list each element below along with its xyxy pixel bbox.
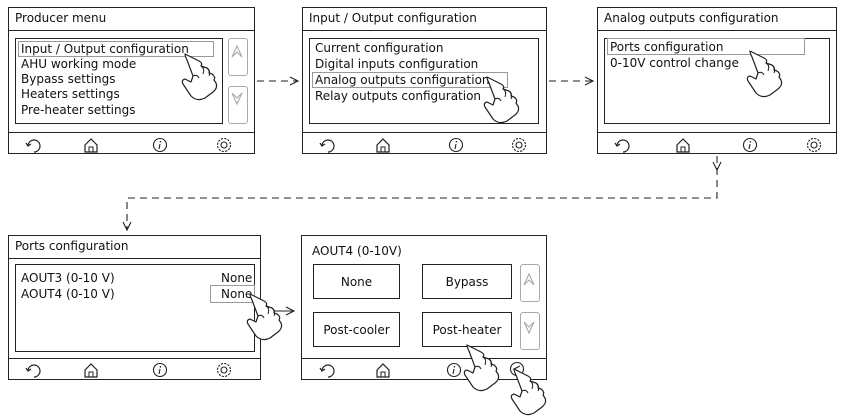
port-value[interactable]: None	[221, 287, 253, 301]
screen-title: Producer menu	[9, 8, 254, 31]
port-value[interactable]: None	[221, 271, 253, 285]
menu-item[interactable]: AHU working mode	[21, 57, 137, 71]
menu-list	[309, 38, 539, 124]
menu-item[interactable]: Digital inputs configuration	[315, 57, 479, 71]
scroll-up-button[interactable]	[228, 38, 248, 76]
value-highlight	[210, 285, 255, 303]
bottom-bar	[9, 132, 254, 153]
menu-item[interactable]: Input / Output configuration	[21, 42, 189, 56]
screen-title: Input / Output configuration	[303, 8, 546, 31]
port-label: AOUT4 (0-10 V)	[21, 287, 115, 301]
screen-caption: AOUT4 (0-10V)	[312, 244, 402, 258]
scroll-up-button[interactable]	[520, 264, 540, 302]
bottom-bar	[303, 132, 546, 153]
menu-item[interactable]: Bypass settings	[21, 72, 116, 86]
bottom-bar	[9, 358, 260, 379]
menu-item[interactable]: Analog outputs configuration	[315, 73, 490, 87]
menu-item[interactable]: Relay outputs configuration	[315, 89, 482, 103]
screen-ports-configuration: Ports configuration AOUT3 (0-10 V) None …	[8, 235, 261, 380]
screen-title: Analog outputs configuration	[598, 8, 836, 31]
scroll-down-button[interactable]	[520, 312, 540, 350]
menu-highlight	[607, 38, 805, 55]
menu-item[interactable]: Pre-heater settings	[21, 103, 136, 117]
screen-analog-outputs: Analog outputs configuration Ports confi…	[597, 7, 837, 154]
menu-highlight	[312, 72, 508, 88]
port-label: AOUT3 (0-10 V)	[21, 271, 115, 285]
screen-io-configuration: Input / Output configuration Current con…	[302, 7, 547, 154]
menu-list	[15, 38, 223, 124]
option-none-button[interactable]: None	[313, 264, 400, 299]
menu-item[interactable]: 0-10V control change	[610, 56, 739, 70]
menu-item[interactable]: Current configuration	[315, 41, 444, 55]
option-bypass-button[interactable]: Bypass	[422, 264, 512, 299]
option-post-cooler-button[interactable]: Post-cooler	[313, 312, 400, 347]
menu-item[interactable]: Heaters settings	[21, 87, 120, 101]
screen-aout4-options: AOUT4 (0-10V) None Bypass Post-cooler Po…	[301, 235, 547, 380]
screen-title: Ports configuration	[9, 236, 260, 259]
bottom-bar	[598, 132, 836, 153]
bottom-bar	[302, 358, 546, 379]
menu-item[interactable]: Ports configuration	[610, 40, 724, 54]
scroll-down-button[interactable]	[228, 86, 248, 124]
menu-highlight	[18, 41, 214, 57]
